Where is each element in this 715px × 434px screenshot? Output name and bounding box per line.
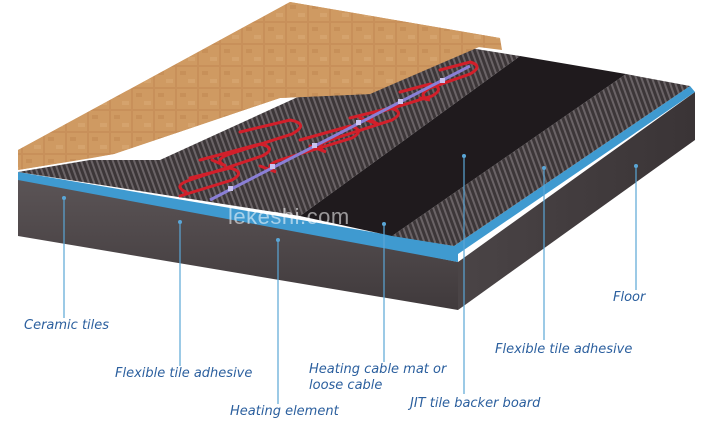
label-flexible-tile-adhesive-left: Flexible tile adhesive (115, 366, 252, 382)
label-ceramic-tiles: Ceramic tiles (24, 318, 109, 334)
label-floor: Floor (613, 290, 645, 306)
label-heating-element: Heating element (230, 404, 339, 420)
watermark-text: lekeshi.com (228, 204, 350, 230)
label-jit-backer-board: JIT tile backer board (410, 396, 540, 412)
label-flexible-tile-adhesive-right: Flexible tile adhesive (495, 342, 632, 358)
label-heating-cable-mat: Heating cable mat or loose cable (309, 362, 446, 394)
